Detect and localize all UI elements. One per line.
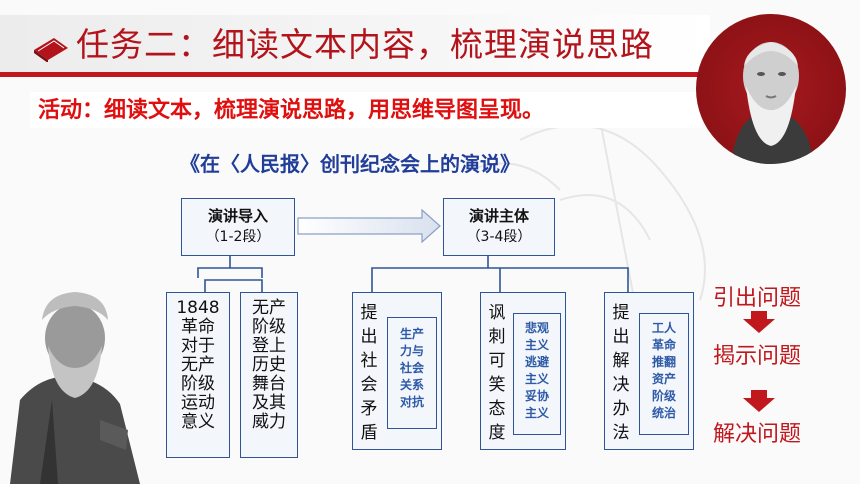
main-child-head: 讽刺 可笑 态度	[488, 303, 506, 443]
book-icon	[34, 38, 68, 62]
activity-instruction: 活动：细读文本，梳理演说思路，用思维导图呈现。	[30, 92, 702, 128]
main-node-sub: （3-4段）	[466, 229, 532, 245]
main-child-detail: 悲观主义 逃避主义 妥协主义	[513, 313, 561, 435]
main-child-detail: 生产力与 社会关系 对抗	[387, 317, 437, 429]
work-title: 《在〈人民报〉创刊纪念会上的演说》	[180, 152, 520, 176]
down-arrow-icon	[743, 390, 775, 412]
intro-child-text: 无产阶级 登上历史 舞台及其 威力	[252, 298, 286, 432]
main-child-box: 提出 社会 矛盾 生产力与 社会关系 对抗	[352, 292, 442, 450]
header-bar	[0, 15, 710, 77]
header-rule	[0, 72, 698, 77]
stage-label: 揭示问题	[713, 344, 802, 369]
main-child-head: 提出 社会 矛盾	[360, 303, 378, 443]
intro-child-box: 无产阶级 登上历史 舞台及其 威力	[240, 292, 298, 458]
portrait-image	[696, 14, 846, 164]
main-child-box: 讽刺 可笑 态度 悲观主义 逃避主义 妥协主义	[480, 292, 566, 450]
intro-node-sub: （1-2段）	[205, 229, 271, 245]
statue-image	[0, 280, 150, 484]
intro-node-label: 演讲导入	[207, 207, 268, 225]
down-arrow-icon	[743, 311, 775, 333]
intro-node: 演讲导入 （1-2段）	[181, 198, 295, 256]
stage-label: 引出问题	[713, 286, 802, 311]
main-child-box: 提出 解决 办法 工人革命 推翻资产 阶级统治	[604, 292, 694, 450]
main-node-label: 演讲主体	[468, 207, 529, 225]
page-title: 任务二：细读文本内容，梳理演说思路	[76, 25, 654, 64]
main-child-head: 提出 解决 办法	[612, 303, 630, 443]
main-node: 演讲主体 （3-4段）	[443, 198, 555, 256]
main-child-detail: 工人革命 推翻资产 阶级统治	[639, 313, 689, 435]
stage-label: 解决问题	[713, 422, 802, 447]
